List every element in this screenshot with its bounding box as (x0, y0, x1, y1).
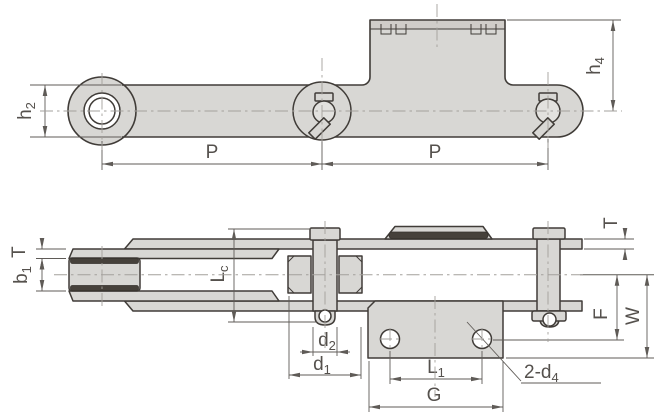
dim-label-lc: Lc (208, 265, 231, 283)
dim-label-h2: h2 (15, 102, 38, 120)
plan-view: T b1 Lc d2 d1 L1 (9, 217, 654, 412)
attachment-flange (367, 300, 504, 359)
dim-label-l1: L1 (427, 357, 445, 380)
dim-label-t-left: T (9, 246, 30, 258)
tab-slot (470, 24, 482, 35)
middle-cotter-pin (308, 92, 336, 140)
cotter-leg (532, 117, 555, 140)
plan-view-dimensions: T b1 Lc d2 d1 L1 (9, 217, 654, 412)
link-plate-outline (121, 19, 584, 138)
side-view: h2 P P h4 (15, 4, 622, 170)
attachment-tab-slot (388, 231, 489, 239)
dim-label-p-right: P (429, 142, 442, 163)
roller-edge-band (70, 258, 139, 264)
cotter-hole (542, 312, 557, 327)
plan-view-centerlines (54, 221, 583, 397)
dim-label-t-right: T (601, 217, 622, 229)
dim-label-g: G (427, 385, 442, 406)
inner-plate-near (68, 290, 280, 302)
tab-slot (380, 24, 392, 35)
attachment-block-fill (370, 20, 505, 85)
dim-label-b1: b1 (11, 266, 34, 284)
side-view-centerlines (40, 4, 622, 150)
dim-label-h4: h4 (584, 57, 607, 75)
pin-head (532, 227, 566, 240)
outer-plate-near (123, 300, 583, 312)
dim-label-p-left: P (206, 142, 219, 163)
dim-label-f: F (591, 308, 612, 320)
roller-edge-band (70, 285, 139, 291)
cotter-leg (308, 117, 331, 140)
cotter-head (314, 92, 334, 102)
inner-plate-far (68, 248, 280, 260)
dim-label-d2: d2 (318, 330, 336, 353)
dim-label-d1: d1 (313, 354, 331, 377)
attachment-edge-band (370, 20, 505, 29)
tab-slot (395, 24, 407, 35)
dim-label-holes: 2-d4 (524, 362, 559, 385)
dim-label-w: W (623, 307, 644, 325)
tab-slot (485, 24, 497, 35)
outer-plate-far (123, 238, 583, 250)
